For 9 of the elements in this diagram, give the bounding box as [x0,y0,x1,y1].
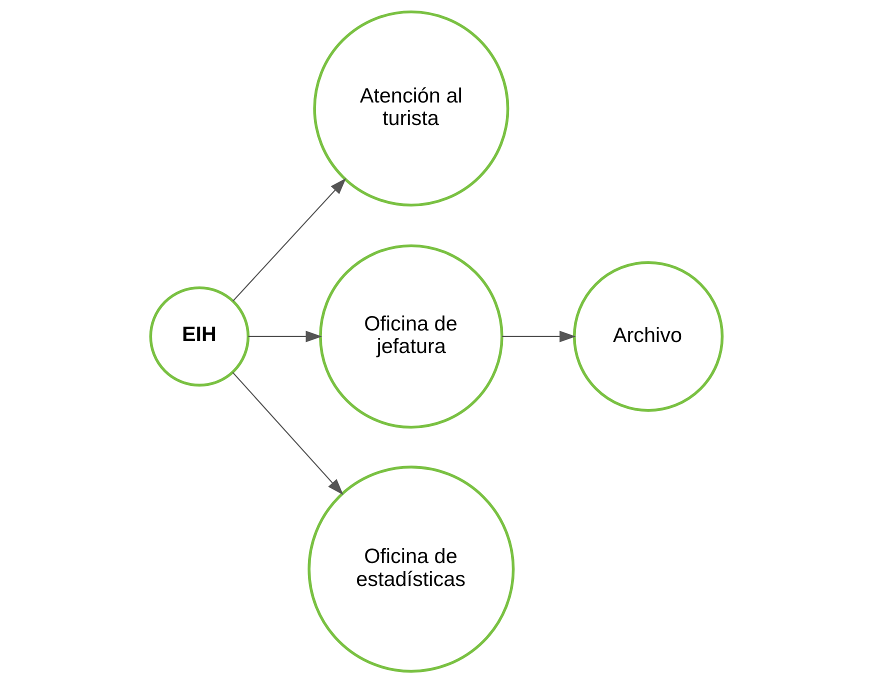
arrow [232,178,346,302]
arrow [248,330,322,342]
node-circle: Atención al turista [313,10,510,207]
node-circle: Oficina de jefatura [319,244,504,429]
arrow [502,330,576,342]
node-circle: EIH [149,286,250,387]
node-circle: Archivo [572,261,724,412]
arrow [232,372,344,496]
node-circle: Oficina de estadísticas [308,466,515,673]
